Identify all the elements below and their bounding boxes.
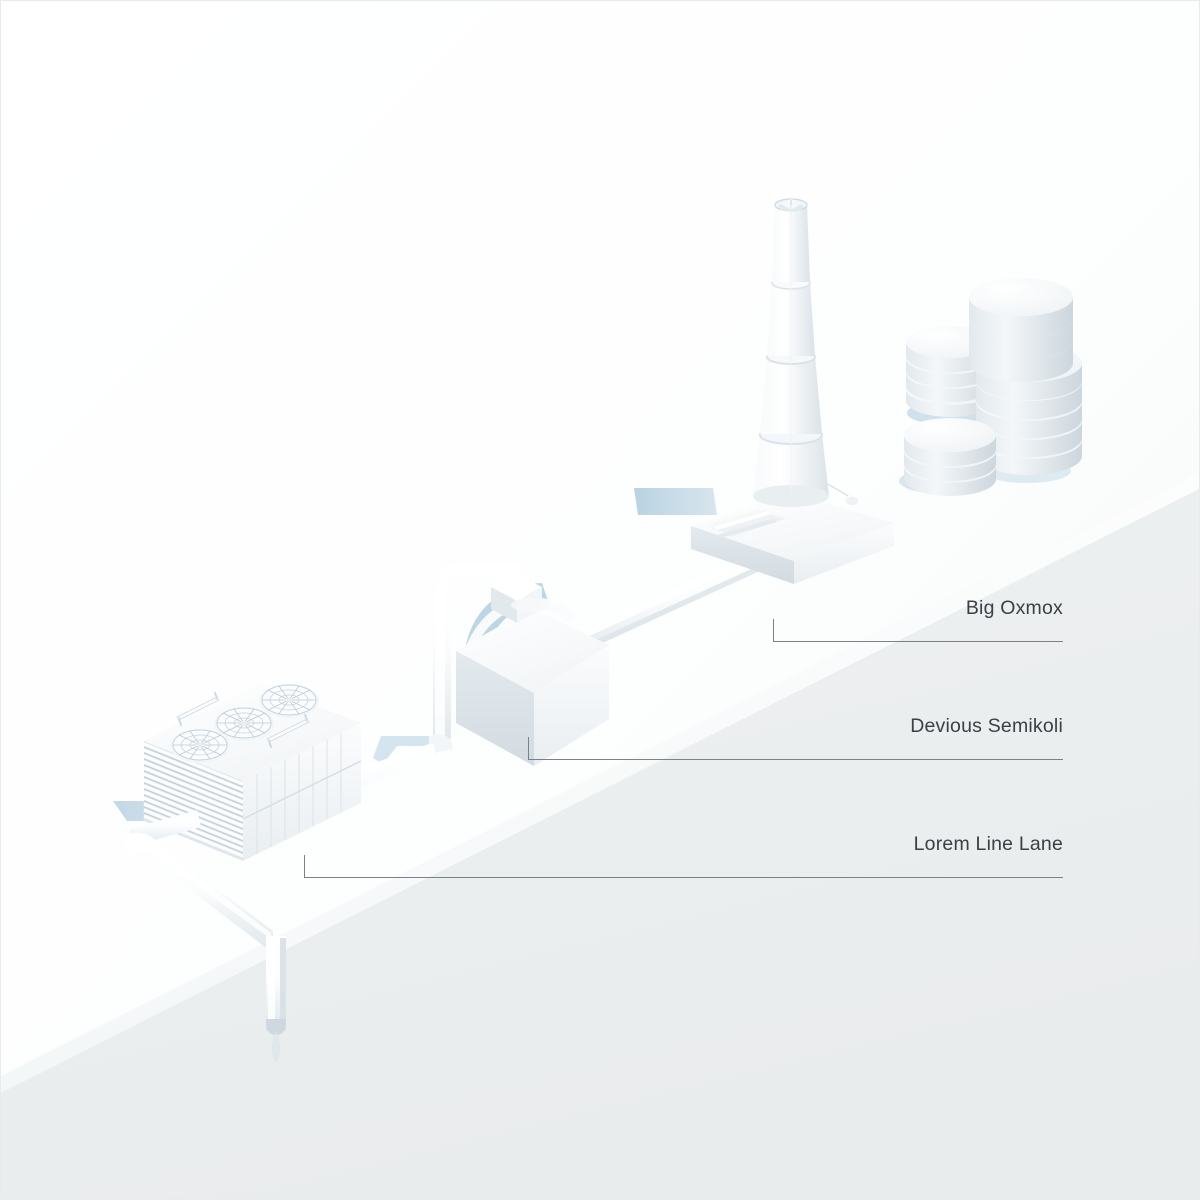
ground-plane bbox=[1, 471, 1199, 1199]
tank-stack-top-middle bbox=[969, 278, 1073, 382]
callout-lorem-line-lane[interactable]: Lorem Line Lane bbox=[304, 833, 1063, 878]
callout-tick-lorem-line-lane bbox=[304, 855, 305, 878]
callout-label-big-oxmox: Big Oxmox bbox=[965, 597, 1063, 619]
callout-tick-devious-semikoli bbox=[528, 737, 529, 760]
fan-unit bbox=[259, 684, 319, 718]
callout-label-devious-semikoli: Devious Semikoli bbox=[910, 715, 1063, 737]
smokestack bbox=[691, 198, 894, 584]
tank-stacks bbox=[904, 278, 1082, 496]
pipeline-main bbox=[561, 544, 773, 662]
callout-devious-semikoli[interactable]: Devious Semikoli bbox=[528, 715, 1063, 760]
fan-unit bbox=[214, 707, 274, 741]
callout-rule-big-oxmox bbox=[773, 641, 1063, 642]
deck-handles bbox=[176, 692, 310, 748]
callout-big-oxmox[interactable]: Big Oxmox bbox=[773, 597, 1063, 642]
smokestack-shaft bbox=[753, 198, 829, 507]
callout-tick-big-oxmox bbox=[773, 619, 774, 642]
pump-house bbox=[456, 574, 609, 766]
smokestack-base bbox=[691, 470, 894, 584]
callout-label-lorem-line-lane: Lorem Line Lane bbox=[913, 833, 1063, 855]
pipe-shadow bbox=[373, 736, 437, 764]
callout-rule-lorem-line-lane bbox=[304, 877, 1063, 878]
smokestack-shadow bbox=[634, 488, 717, 515]
tank-stack-front bbox=[904, 418, 996, 496]
outlet-pipe bbox=[123, 810, 286, 1063]
fan-unit bbox=[170, 729, 230, 763]
cooling-unit-side bbox=[242, 723, 362, 861]
cooling-fans bbox=[170, 684, 319, 763]
callout-rule-devious-semikoli bbox=[528, 759, 1063, 760]
